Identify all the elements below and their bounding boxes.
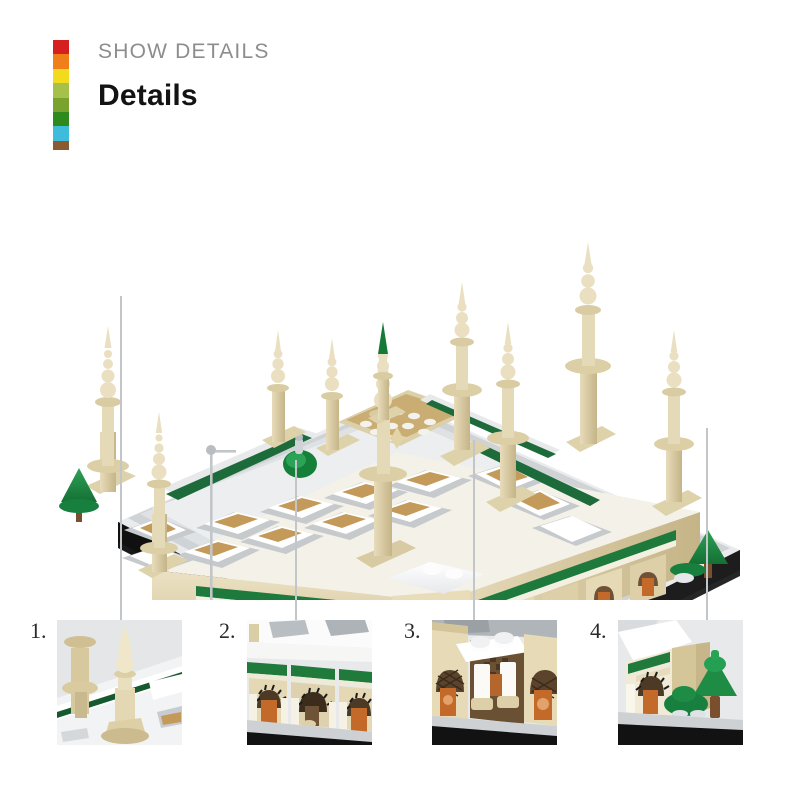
color-swatch-yellow-green xyxy=(53,83,69,98)
callout-thumb-1[interactable] xyxy=(57,620,182,745)
lamp-post xyxy=(206,445,236,600)
minarets xyxy=(86,242,702,578)
green-facade-banding xyxy=(196,530,676,600)
color-swatch-yellow xyxy=(53,68,69,84)
callout-number-4: 4. xyxy=(590,618,607,643)
color-swatch-green xyxy=(53,111,69,127)
callout-number-3: 3. xyxy=(404,618,421,643)
color-swatch-bar xyxy=(53,40,69,155)
section-eyebrow: SHOW DETAILS xyxy=(98,40,270,63)
leader-line-3 xyxy=(473,440,475,625)
callout-thumb-4[interactable] xyxy=(618,620,743,745)
tree-right xyxy=(670,530,728,583)
leader-line-1 xyxy=(120,296,122,626)
color-swatch-orange xyxy=(53,54,69,69)
leader-line-2 xyxy=(295,460,297,625)
facade-bays-right xyxy=(522,554,666,600)
page-title: Details xyxy=(98,79,198,112)
color-swatch-olive-green xyxy=(53,97,69,112)
hero-product-image xyxy=(0,150,790,600)
callout-thumb-2[interactable] xyxy=(247,620,372,745)
leader-line-4 xyxy=(706,428,708,626)
callout-thumb-3[interactable] xyxy=(432,620,557,745)
central-portal xyxy=(388,562,484,600)
color-swatch-red xyxy=(53,40,69,55)
callout-number-1: 1. xyxy=(30,618,47,643)
tree-left-rear xyxy=(59,468,99,522)
color-swatch-cyan xyxy=(53,126,69,141)
callout-number-2: 2. xyxy=(219,618,236,643)
